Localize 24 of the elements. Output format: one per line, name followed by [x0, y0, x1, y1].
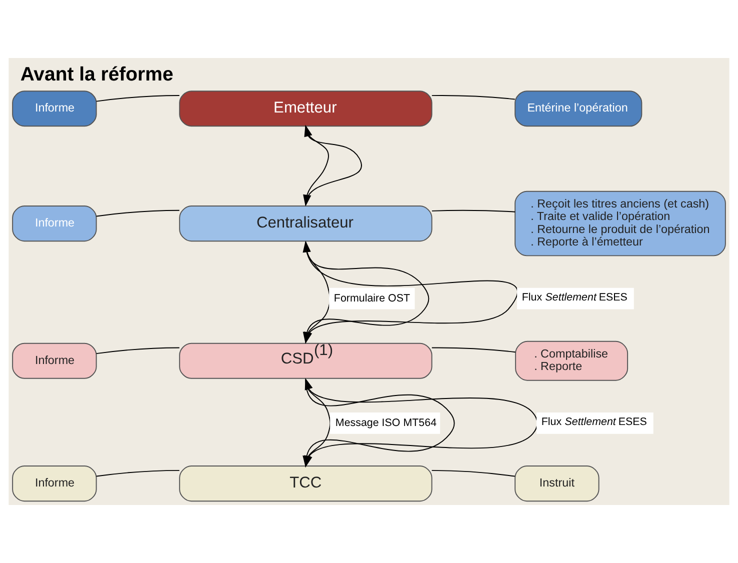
connector: [431, 347, 516, 353]
node-box: Informe: [12, 90, 97, 127]
edge-label: Formulaire OST: [334, 292, 410, 304]
node-box: Informe: [12, 342, 97, 379]
connector: [96, 470, 180, 477]
node-box: Emetteur: [179, 90, 432, 127]
node-box: Entérine l’opération: [514, 90, 642, 127]
edge-label: Message ISO MT564: [335, 416, 437, 429]
connector: [431, 470, 516, 477]
connector: [431, 210, 516, 212]
connector: [96, 210, 180, 217]
connector: [96, 347, 180, 354]
connector: [96, 95, 180, 102]
node-box: TCC: [179, 466, 432, 502]
node-box: Informe: [12, 466, 97, 502]
node-box: Instruit: [514, 466, 600, 502]
edge-label: Flux Settlement ESES: [522, 291, 628, 304]
node-box: . Comptabilise . Reporte: [515, 340, 628, 381]
edge-label: Flux Settlement ESES: [541, 416, 647, 428]
node-box: . Reçoit les titres anciens (et cash) . Traite et valide l’opération . Retourne le produit de l’opération . Reporte à l’émetteur: [514, 190, 726, 256]
diagram-title: Avant la réforme: [20, 63, 174, 86]
node-box: Informe: [12, 206, 97, 242]
node-box: Centralisateur: [179, 206, 432, 242]
connector: [431, 95, 516, 100]
